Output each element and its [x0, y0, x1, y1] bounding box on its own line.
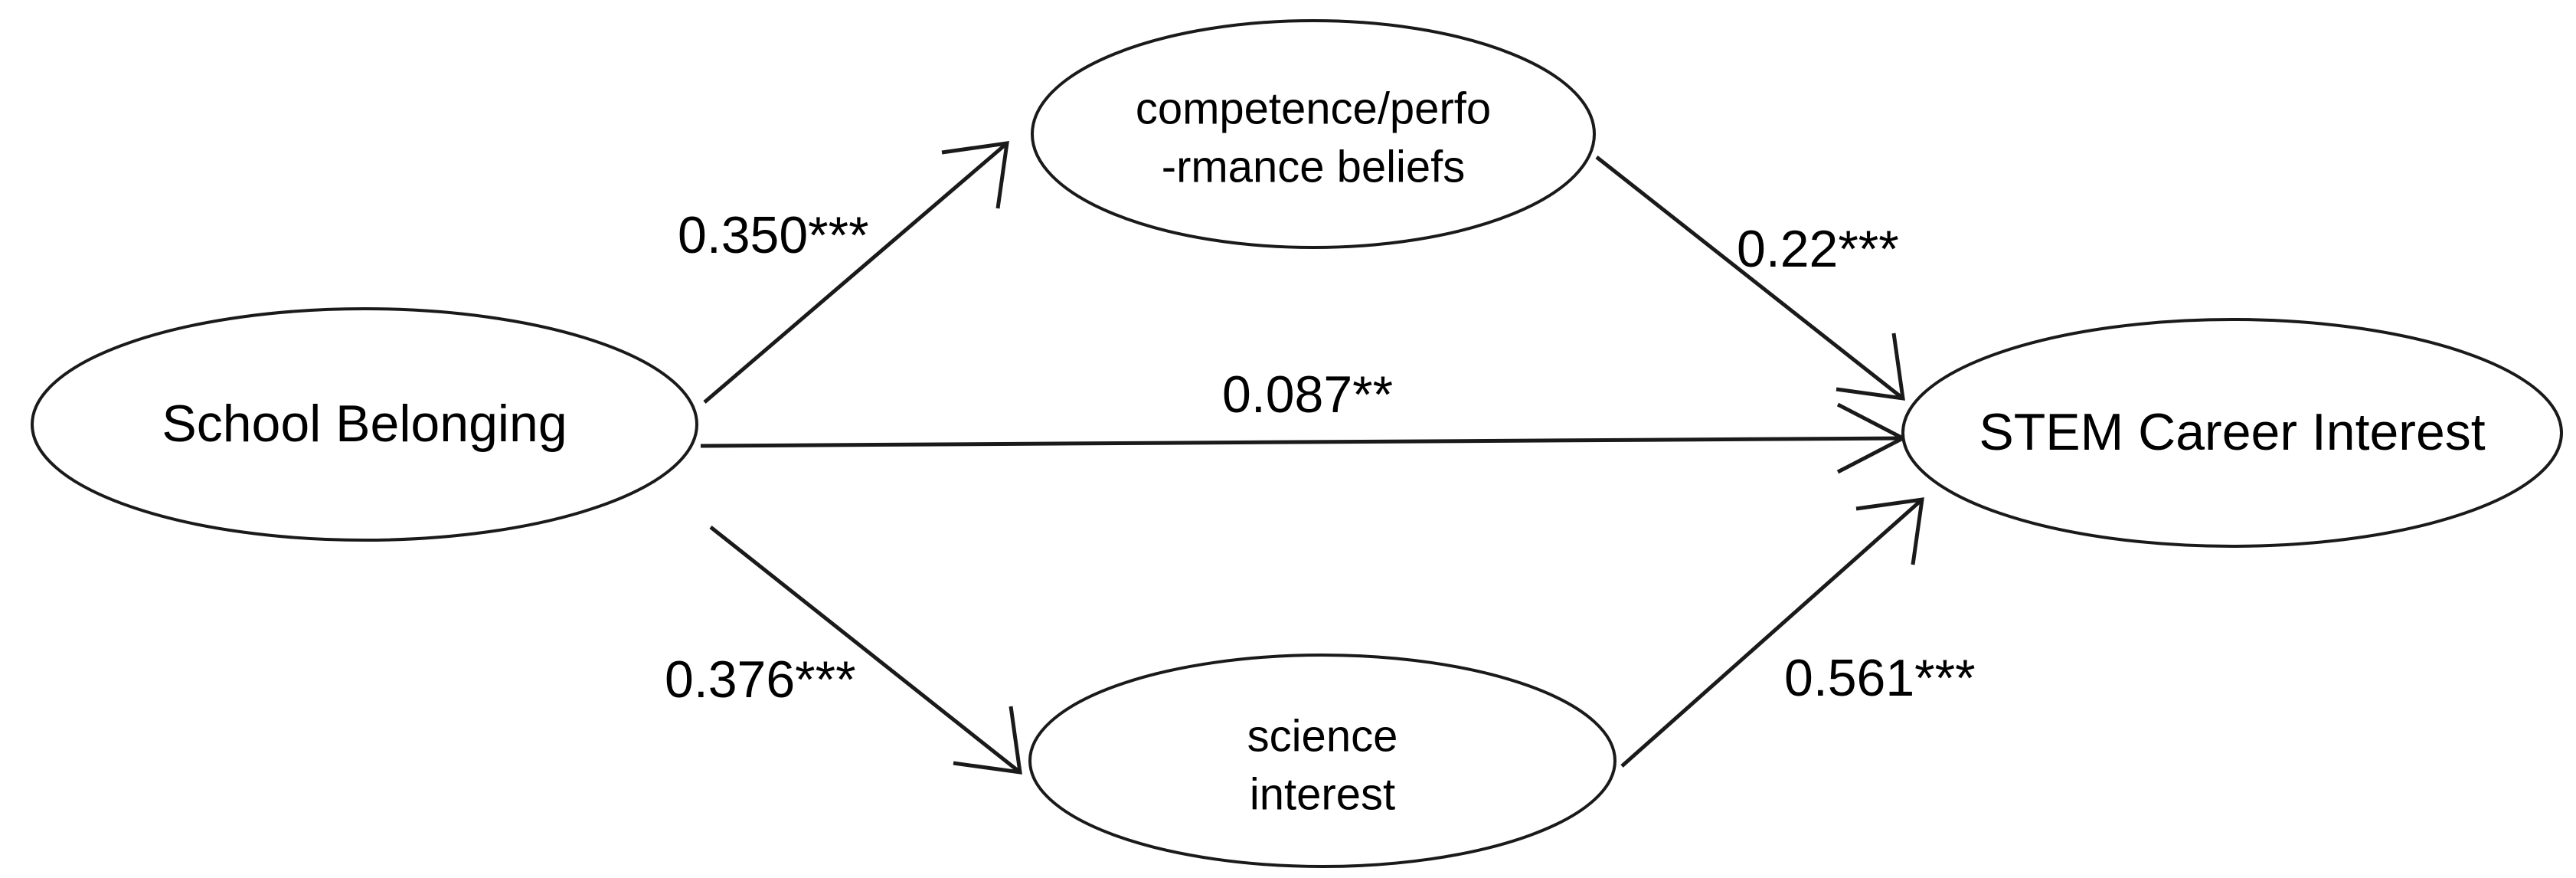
arrowhead-science-to-stem [1855, 497, 1924, 565]
node-label-competence-beliefs-line2: -rmance beliefs [1162, 142, 1465, 192]
coefficient-label-belonging-to-stem-direct: 0.087** [1222, 365, 1393, 424]
node-ellipse-competence-beliefs[interactable] [1031, 19, 1596, 249]
arrowhead-competence-to-stem [1836, 333, 1905, 401]
node-label-stem-career-interest: STEM Career Interest [1979, 403, 2485, 461]
path-line-belonging-to-stem-direct [700, 436, 1904, 448]
path-line-science-to-stem [1620, 498, 1924, 768]
node-label-science-interest-line2: interest [1250, 769, 1395, 819]
node-label-competence-beliefs-line1: competence/perfo [1136, 84, 1491, 133]
node-label-school-belonging: School Belonging [162, 395, 567, 453]
arrowhead-belonging-to-science [953, 706, 1022, 775]
node-competence-beliefs[interactable]: competence/perfo -rmance beliefs [1031, 19, 1596, 249]
coefficient-label-belonging-to-competence: 0.350*** [678, 206, 869, 264]
nodes-group: School Belonging competence/perfo -rmanc… [31, 19, 2563, 868]
path-line-competence-to-stem [1595, 156, 1904, 400]
node-stem-career-interest[interactable]: STEM Career Interest [1901, 318, 2563, 548]
coefficient-label-science-to-stem: 0.561*** [1784, 649, 1976, 707]
node-science-interest[interactable]: science interest [1028, 654, 1617, 868]
path-line-belonging-to-science [709, 526, 1022, 774]
coefficient-labels-group: 0.350*** 0.22*** 0.087** 0.376*** 0.561*… [665, 206, 1976, 709]
arrowhead-belonging-to-competence [941, 141, 1009, 209]
node-ellipse-stem-career-interest[interactable] [1901, 318, 2563, 548]
coefficient-label-belonging-to-science: 0.376*** [665, 650, 856, 709]
node-label-science-interest-line1: science [1247, 711, 1398, 761]
node-ellipse-school-belonging[interactable] [31, 307, 698, 542]
coefficient-label-competence-to-stem: 0.22*** [1737, 220, 1899, 278]
node-ellipse-science-interest[interactable] [1028, 654, 1617, 868]
path-line-belonging-to-competence [703, 142, 1008, 404]
node-school-belonging[interactable]: School Belonging [31, 307, 698, 542]
